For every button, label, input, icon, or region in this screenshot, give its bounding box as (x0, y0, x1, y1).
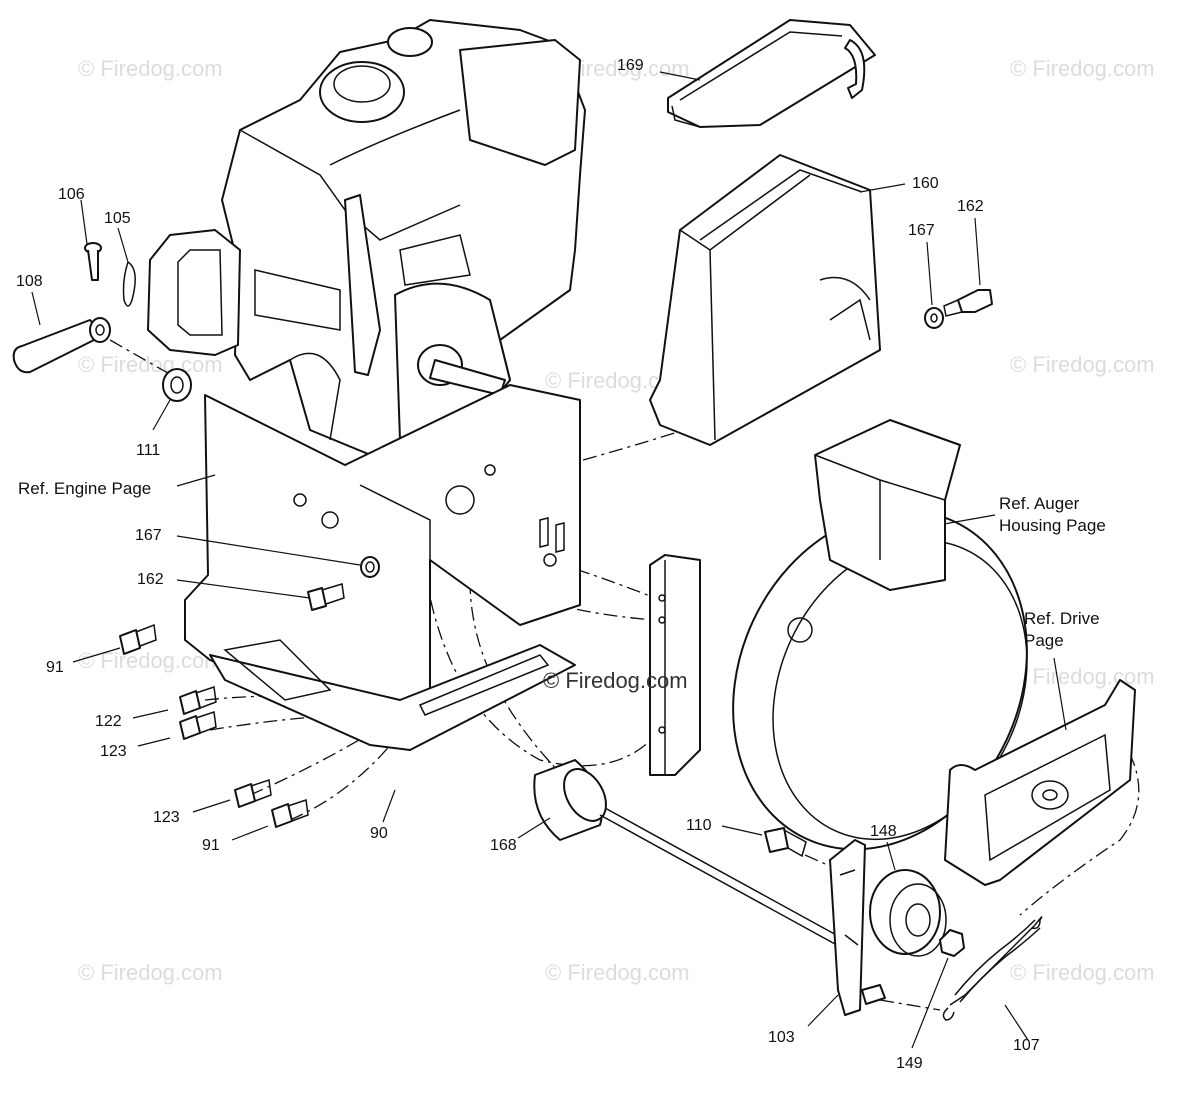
callout-149: 149 (896, 1055, 923, 1072)
callout-105: 105 (104, 210, 131, 227)
part-167-washer-top (924, 307, 944, 329)
part-91-bolt-b (271, 799, 309, 828)
part-168-roller (533, 759, 607, 841)
callout-108: 108 (16, 273, 43, 290)
part-91-bolt-a (119, 623, 157, 655)
ref-auger-housing-line1: Ref. Auger (999, 494, 1080, 513)
part-105-clip (122, 261, 136, 307)
callout-111: 111 (136, 442, 160, 459)
callout-90: 90 (370, 825, 388, 842)
callout-103: 103 (768, 1029, 795, 1046)
auger-housing (649, 419, 1028, 851)
callout-162: 162 (137, 571, 164, 588)
watermark: © Firedog.com (1010, 352, 1155, 377)
leader-lines (31, 71, 1067, 1049)
ref-drive-line1: Ref. Drive (1024, 609, 1100, 628)
callout-167: 167 (135, 527, 162, 544)
drive-plate (944, 679, 1136, 886)
callout-122: 122 (95, 713, 122, 730)
callout-123: 123 (153, 809, 180, 826)
ref-auger-housing-line2: Housing Page (999, 516, 1106, 535)
part-149-nut (939, 929, 965, 957)
idler-shaft (599, 807, 861, 956)
part-169-cover (667, 19, 876, 128)
part-162-bolt-mid (307, 583, 345, 611)
engine-assembly (147, 19, 586, 466)
part-123-bolt-b (234, 779, 272, 808)
watermark: © Firedog.com (78, 960, 223, 985)
part-162-bolt-top (943, 289, 993, 317)
reference-labels: Ref. Engine Page Ref. Auger Housing Page… (18, 479, 1106, 650)
callout-107: 107 (1013, 1037, 1040, 1054)
callout-91: 91 (46, 659, 64, 676)
part-90-frame (184, 384, 581, 751)
callout-123: 123 (100, 743, 127, 760)
part-108-bracket (12, 317, 111, 374)
part-123-bolt-a (179, 711, 217, 740)
part-122-bolt (179, 686, 217, 715)
callout-162: 162 (957, 198, 984, 215)
watermark: © Firedog.com (545, 960, 690, 985)
ref-drive-line2: Page (1024, 631, 1064, 650)
watermark: © Firedog.com (1010, 960, 1155, 985)
part-160-cover (649, 154, 881, 446)
callout-110: 110 (686, 817, 712, 834)
ref-engine-page: Ref. Engine Page (18, 479, 151, 498)
callout-91: 91 (202, 837, 220, 854)
part-110-bolt (764, 827, 807, 858)
callout-168: 168 (490, 837, 517, 854)
watermark: © Firedog.com (1010, 56, 1155, 81)
part-103-bracket (829, 839, 886, 1016)
callout-106: 106 (58, 186, 85, 203)
callout-labels: 169 160 162 167 106 105 108 111 167 162 … (16, 57, 1040, 1072)
watermark-foreground: © Firedog.com (543, 668, 688, 693)
part-107-spring (942, 916, 1043, 1021)
watermark: © Firedog.com (78, 352, 223, 377)
callout-160: 160 (912, 175, 939, 192)
part-148-pulley (869, 869, 947, 957)
part-167-washer-mid (360, 556, 380, 578)
callout-169: 169 (617, 57, 644, 74)
callout-167: 167 (908, 222, 935, 239)
watermark: © Firedog.com (1010, 664, 1155, 689)
part-111-washer (162, 368, 192, 402)
watermark: © Firedog.com (78, 648, 223, 673)
callout-148: 148 (870, 823, 897, 840)
watermark: © Firedog.com (78, 56, 223, 81)
watermarks: © Firedog.com © Firedog.com © Firedog.co… (78, 56, 1155, 985)
part-106-pin (84, 242, 102, 281)
